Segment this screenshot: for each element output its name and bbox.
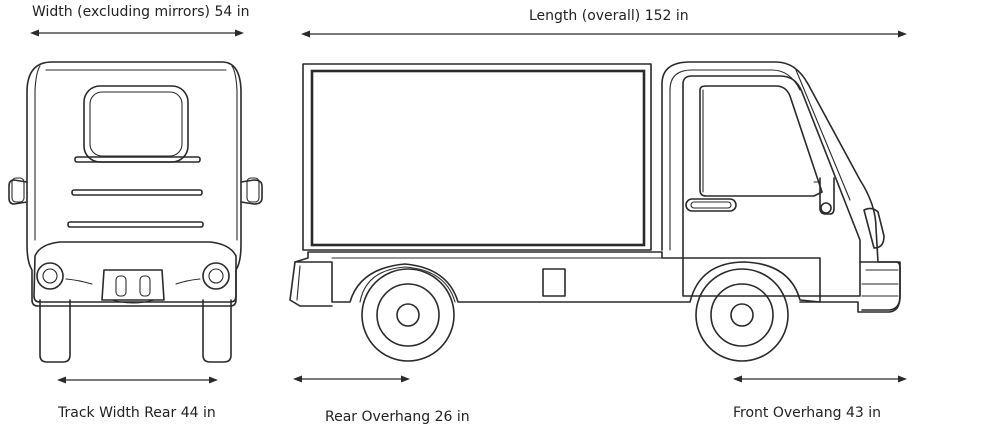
front-left-lamp [36,262,64,290]
front-right-lamp [202,262,230,290]
cargo-box [302,63,652,251]
cab-door [682,75,861,297]
side-mirror [819,177,835,215]
door-handle [685,198,737,212]
front-body-outline [26,61,242,307]
front-view [8,61,263,363]
front-right-mirror [240,179,263,205]
front-window [83,85,189,163]
front-plate [101,269,165,301]
length-arrow [301,30,907,38]
rear-wheel [361,268,455,362]
cab-window [699,85,823,197]
rear-overhang-arrow [293,375,410,383]
front-right-wheel [202,299,232,363]
front-slat-3 [67,221,204,228]
front-slat-2 [71,189,203,196]
front-left-wheel [39,299,71,363]
front-overhang-arrow [733,375,907,383]
width-arrow [30,29,244,37]
chassis [294,251,821,303]
track-width-rear-label: Track Width Rear 44 in [58,405,216,421]
side-front-wheel [695,268,789,362]
front-bumper [33,241,237,303]
width-label: Width (excluding mirrors) 54 in [32,4,250,20]
fuel-tank [542,268,566,297]
side-front-bumper [859,261,901,311]
side-view [289,61,901,362]
front-overhang-label: Front Overhang 43 in [733,405,881,421]
track-width-arrow [57,376,218,384]
length-label: Length (overall) 152 in [529,8,689,24]
front-slat-1 [74,156,201,163]
rear-overhang-label: Rear Overhang 26 in [325,409,470,425]
cab-outline [661,61,901,313]
side-headlamp [863,207,885,249]
